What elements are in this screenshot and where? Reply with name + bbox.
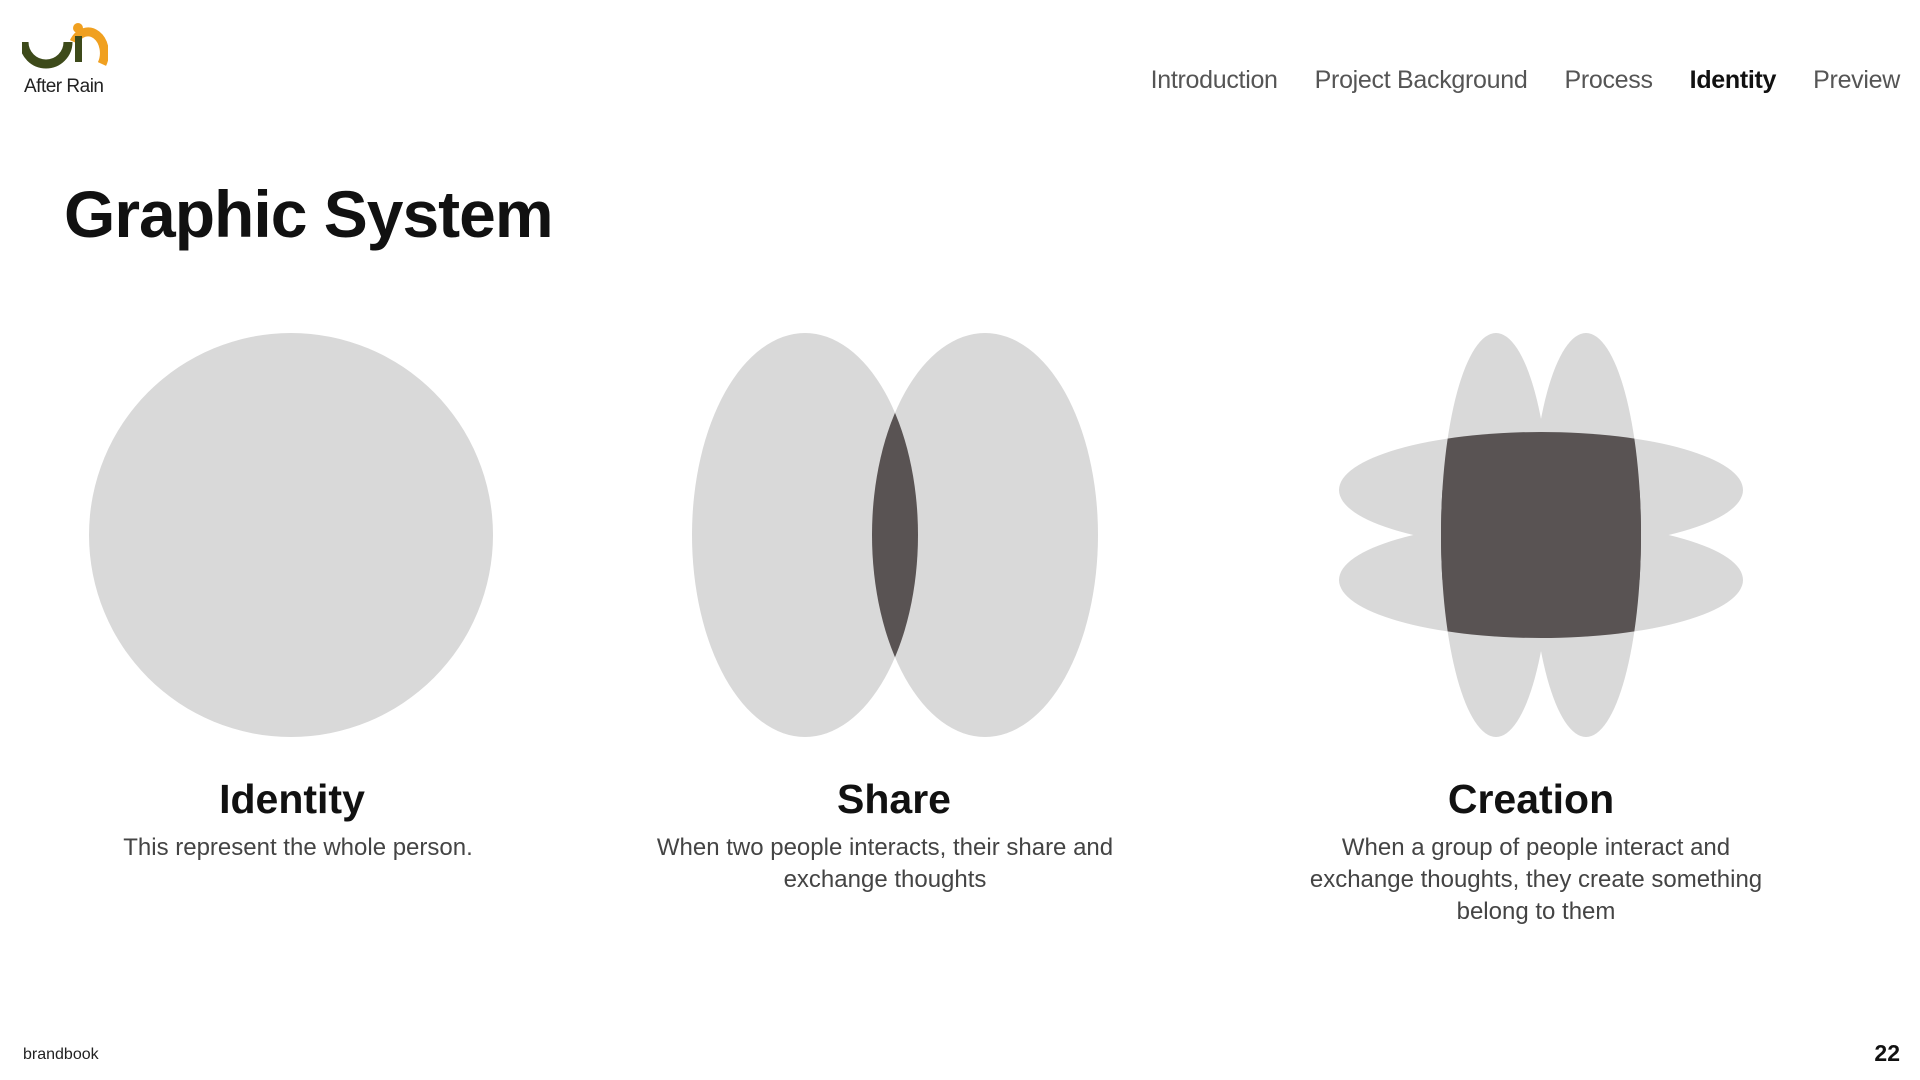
top-nav: Introduction Project Background Process … [1114,66,1901,95]
page-number: 22 [1874,1040,1900,1066]
nav-process[interactable]: Process [1564,66,1653,94]
nav-introduction[interactable]: Introduction [1150,66,1278,94]
share-ellipse-right [872,333,1098,737]
creation-ellipses-figure [1338,332,1744,738]
identity-description: This represent the whole person. [123,834,473,861]
share-description: When two people interacts, their share a… [656,834,1114,893]
page-title: Graphic System [64,177,554,251]
brand-name: After Rain [24,76,104,97]
after-rain-logo[interactable]: After Rain [22,22,112,102]
nav-identity[interactable]: Identity [1689,66,1777,94]
logo-mark-icon [22,23,108,69]
creation-overlap [1441,432,1641,638]
creation-description: When a group of people interact and exch… [1309,834,1763,925]
identity-circle-figure [88,332,494,738]
nav-project-background[interactable]: Project Background [1314,66,1528,94]
share-label: Share [837,776,951,822]
share-ellipses-figure [692,332,1098,738]
identity-circle [89,333,493,737]
nav-preview[interactable]: Preview [1813,66,1900,94]
share-ellipse-left [692,333,918,737]
creation-label: Creation [1447,776,1615,822]
identity-label: Identity [219,776,365,822]
footer-brandbook: brandbook [23,1046,99,1063]
